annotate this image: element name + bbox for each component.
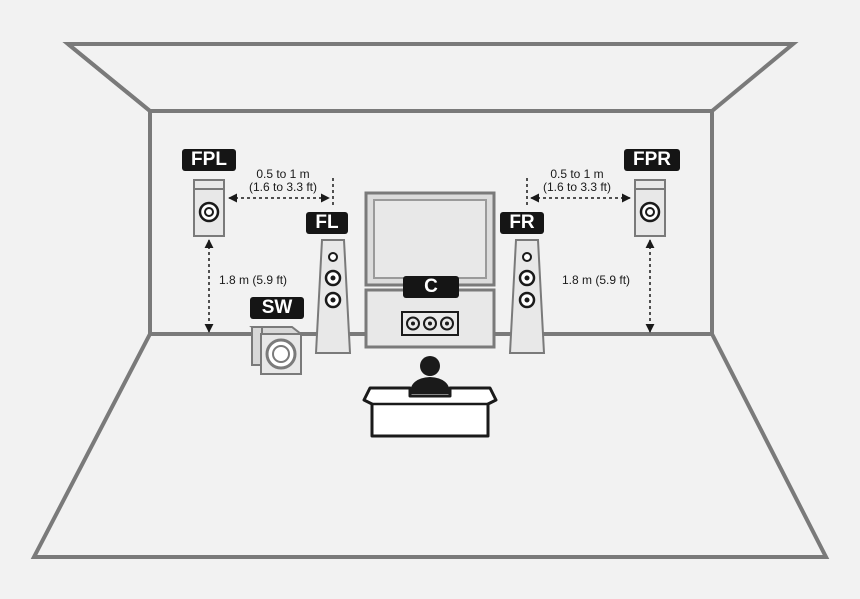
person-icon <box>410 356 450 394</box>
subwoofer-label: SW <box>250 297 304 319</box>
fl-speaker <box>314 239 352 354</box>
fpl-label: FPL <box>182 149 236 171</box>
center-speaker <box>401 311 459 336</box>
fpr-speaker <box>634 179 666 237</box>
fpr-label: FPR <box>624 149 680 171</box>
fpr-spacing-text: 0.5 to 1 m (1.6 to 3.3 ft) <box>532 168 622 194</box>
left-wall-top-edge <box>66 42 152 113</box>
fpl-spacing-text: 0.5 to 1 m (1.6 to 3.3 ft) <box>238 168 328 194</box>
fpl-spacing-metric: 0.5 to 1 m <box>256 167 310 181</box>
fr-speaker <box>508 239 546 354</box>
center-label: C <box>403 276 459 298</box>
dimension-lines <box>204 178 655 333</box>
fpr-spacing-imperial: (1.6 to 3.3 ft) <box>542 180 612 194</box>
fpr-spacing-metric: 0.5 to 1 m <box>550 167 604 181</box>
fpl-height-text: 1.8 m (5.9 ft) <box>219 273 288 287</box>
fl-label: FL <box>306 212 348 234</box>
sofa-icon <box>362 386 498 438</box>
fpl-speaker <box>193 179 225 237</box>
fpl-spacing-imperial: (1.6 to 3.3 ft) <box>248 180 318 194</box>
fpr-height-text: 1.8 m (5.9 ft) <box>562 273 631 287</box>
fr-label: FR <box>500 212 544 234</box>
subwoofer <box>249 326 304 375</box>
ceiling <box>62 42 799 113</box>
